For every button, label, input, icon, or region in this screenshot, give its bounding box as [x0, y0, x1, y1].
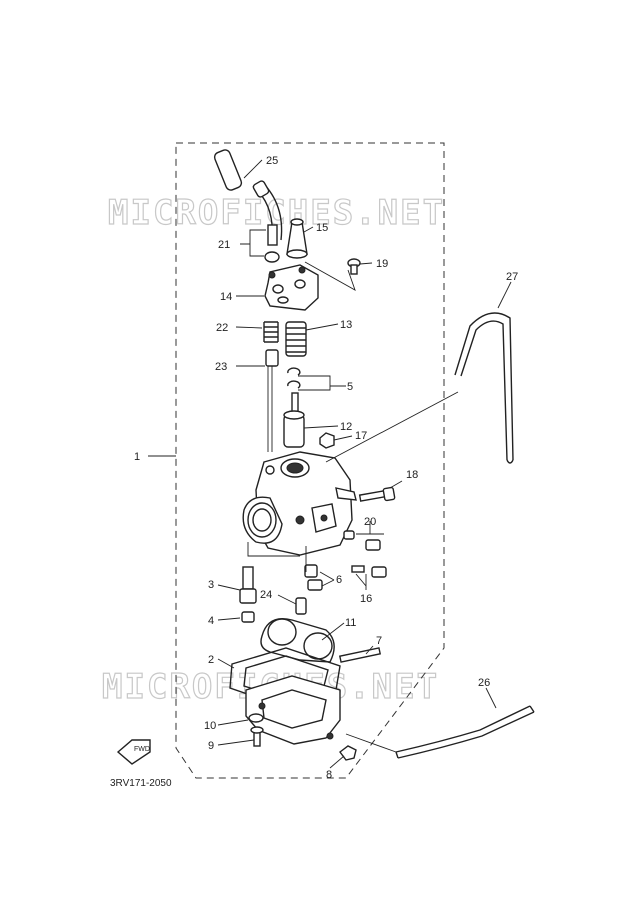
callout-23: 23	[215, 361, 227, 373]
callout-13: 13	[340, 319, 352, 331]
part-11-float	[260, 618, 335, 663]
callout-4: 4	[208, 615, 214, 627]
callout-22: 22	[216, 322, 228, 334]
part-24-jet	[295, 597, 307, 615]
leader-26-bowl	[345, 733, 397, 753]
callout-12: 12	[340, 421, 352, 433]
callout-16: 16	[360, 593, 372, 605]
part-16-screw	[351, 565, 387, 578]
part-17-nut	[319, 432, 335, 449]
callout-21: 21	[218, 239, 230, 251]
part-9-screw	[250, 726, 264, 747]
callout-18: 18	[406, 469, 418, 481]
part-code: 3RV171-2050	[110, 778, 172, 789]
part-19-screw	[347, 258, 361, 275]
callout-3: 3	[208, 579, 214, 591]
carburetor-body	[242, 451, 357, 556]
leader-27-body	[325, 391, 459, 463]
callout-25: 25	[266, 155, 278, 167]
part-7-pin	[338, 647, 382, 663]
part-23-holder	[265, 349, 279, 452]
part-4-main-jet	[241, 611, 255, 623]
part-13-spring	[285, 321, 307, 357]
callout-5: 5	[347, 381, 353, 393]
callout-7: 7	[376, 635, 382, 647]
part-18-screw	[358, 486, 396, 502]
part-15-cap	[286, 218, 308, 259]
fwd-label: FWD	[134, 746, 150, 753]
callout-14: 14	[220, 291, 232, 303]
part-14-top-cover	[264, 264, 319, 311]
assembly-boundary	[175, 142, 445, 779]
part-22-spring	[263, 321, 279, 343]
part-5-clip	[287, 367, 301, 416]
callout-numbers: 1 2 3 4 5 6 7 8 9 10 11 12 13 14 15 16 1…	[134, 155, 518, 781]
callout-1: 1	[134, 451, 140, 463]
fwd-arrow-icon: FWD	[116, 739, 151, 765]
callout-26: 26	[478, 677, 490, 689]
callout-10: 10	[204, 720, 216, 732]
callout-11: 11	[345, 617, 356, 629]
part-21-pipe	[264, 224, 280, 263]
callout-2: 2	[208, 654, 214, 666]
callout-6: 6	[336, 574, 342, 586]
callout-9: 9	[208, 740, 214, 752]
callout-19: 19	[376, 258, 388, 270]
part-3-needle-jet	[239, 566, 257, 604]
part-6-jet	[304, 564, 323, 591]
callout-20: 20	[364, 516, 376, 528]
part-12-throttle-valve	[283, 410, 305, 448]
callout-17: 17	[355, 430, 367, 442]
leader-14-19	[304, 261, 356, 291]
leader-lines	[148, 159, 512, 769]
part-26-hose	[395, 705, 535, 759]
callout-27: 27	[506, 271, 518, 283]
part-10-washer	[248, 713, 264, 723]
callout-15: 15	[316, 222, 328, 234]
callout-8: 8	[326, 769, 332, 781]
part-27-hose	[454, 312, 514, 464]
part-20-screw	[343, 530, 381, 551]
callout-24: 24	[260, 589, 272, 601]
